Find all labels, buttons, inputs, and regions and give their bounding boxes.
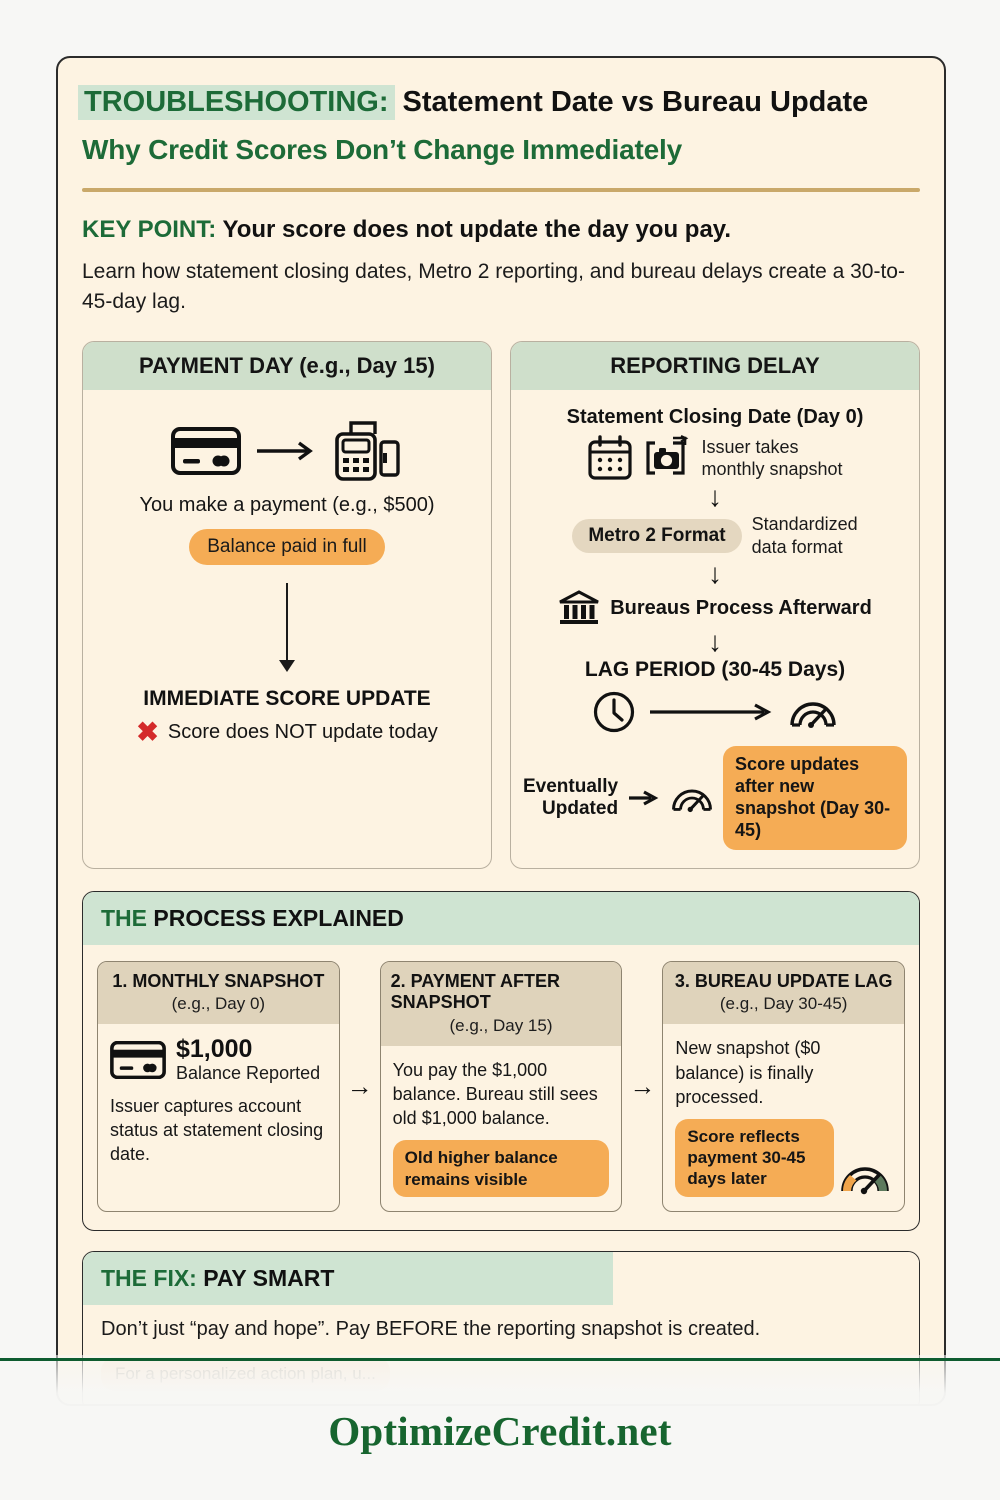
process-card-2-text: You pay the $1,000 balance. Bureau still… xyxy=(392,1060,598,1129)
immediate-update-heading: IMMEDIATE SCORE UPDATE xyxy=(143,687,431,711)
process-card-3-body: New snapshot ($0 balance) is finally pro… xyxy=(663,1024,904,1210)
bank-icon xyxy=(558,590,600,626)
eventually-updated-row: Eventually Updated xyxy=(523,746,907,850)
fix-heading-the: THE FIX: xyxy=(101,1264,197,1291)
cross-mark-icon: ✖ xyxy=(136,717,159,748)
no-update-row: ✖ Score does NOT update today xyxy=(95,719,479,746)
metro-row: Metro 2 Format Standardized data format xyxy=(523,513,907,558)
reporting-delay-body: Statement Closing Date (Day 0) xyxy=(511,390,919,868)
balance-amount: $1,000 xyxy=(176,1035,253,1064)
page-title: TROUBLESHOOTING: Statement Date vs Burea… xyxy=(78,84,920,120)
process-card-1: 1. MONTHLY SNAPSHOT (e.g., Day 0) xyxy=(97,960,340,1212)
lede-text: Learn how statement closing dates, Metro… xyxy=(82,260,905,314)
process-card-3-text: New snapshot ($0 balance) is finally pro… xyxy=(675,1038,821,1107)
flow-connector-arrow xyxy=(285,583,289,662)
footer-divider xyxy=(0,1358,1000,1361)
process-card-2-title: 2. PAYMENT AFTER SNAPSHOT xyxy=(390,970,561,1013)
fix-head-wrap: THE FIX: PAY SMART xyxy=(83,1251,919,1305)
process-card-2-body: You pay the $1,000 balance. Bureau still… xyxy=(381,1046,622,1211)
payment-day-heading: PAYMENT DAY (e.g., Day 15) xyxy=(83,342,491,391)
comparison-panels: PAYMENT DAY (e.g., Day 15) xyxy=(82,341,920,869)
key-point-text: Your score does not update the day you p… xyxy=(216,216,732,244)
calendar-icon xyxy=(587,435,633,481)
process-card-1-title: 1. MONTHLY SNAPSHOT xyxy=(112,970,325,991)
arrow-down-icon-2: ↓ xyxy=(708,558,722,590)
long-arrow-icon xyxy=(648,702,776,722)
reporting-delay-heading: REPORTING DELAY xyxy=(511,342,919,391)
reporting-delay-panel: REPORTING DELAY Statement Closing Date (… xyxy=(510,341,920,869)
key-point: KEY POINT: Your score does not update th… xyxy=(82,214,920,245)
fix-text: Don’t just “pay and hope”. Pay BEFORE th… xyxy=(101,1317,761,1340)
process-heading-the: THE xyxy=(101,904,147,931)
right-arrow-icon xyxy=(255,440,317,462)
lag-visual-row xyxy=(523,690,907,734)
process-card-2-sub: (e.g., Day 15) xyxy=(449,1016,553,1036)
gauge-icon-1 xyxy=(788,694,838,730)
lag-period-label: LAG PERIOD (30-45 Days) xyxy=(584,658,846,682)
fix-heading-rest: PAY SMART xyxy=(196,1264,335,1291)
gauge-icon-2 xyxy=(670,782,714,814)
bureaus-row: Bureaus Process Afterward xyxy=(523,590,907,626)
brand-wordmark: OptimizeCredit.net xyxy=(328,1408,672,1454)
process-cards: 1. MONTHLY SNAPSHOT (e.g., Day 0) xyxy=(83,945,919,1230)
balance-row: $1,000 Balance Reported xyxy=(110,1036,327,1083)
title-rest: Statement Date vs Bureau Update xyxy=(394,86,869,118)
payment-day-panel: PAYMENT DAY (e.g., Day 15) xyxy=(82,341,492,869)
credit-card-small-icon xyxy=(110,1041,166,1080)
card-chevron-2: → xyxy=(629,1070,656,1101)
process-heading-rest: PROCESS EXPLAINED xyxy=(147,904,404,931)
process-card-1-body: $1,000 Balance Reported Issuer captures … xyxy=(98,1024,339,1210)
process-card-2-head: 2. PAYMENT AFTER SNAPSHOT (e.g., Day 15) xyxy=(380,961,622,1047)
fix-section: THE FIX: PAY SMART Don’t just “pay and h… xyxy=(82,1250,920,1404)
page-subtitle: Why Credit Scores Don’t Change Immediate… xyxy=(82,134,682,166)
card-terminal-icon xyxy=(331,420,403,482)
no-update-text: Score does NOT update today xyxy=(167,721,438,744)
process-section-heading: THE PROCESS EXPLAINED xyxy=(83,891,919,945)
score-updates-pill: Score updates after new snapshot (Day 30… xyxy=(723,746,907,850)
eventually-updated-label: Eventually Updated xyxy=(523,776,619,819)
process-section: THE PROCESS EXPLAINED 1. MONTHLY SNAPSHO… xyxy=(82,890,920,1231)
process-card-3-sub: (e.g., Day 30-45) xyxy=(719,994,848,1014)
balance-text-group: $1,000 Balance Reported xyxy=(176,1036,320,1083)
statement-closing-label: Statement Closing Date (Day 0) xyxy=(566,406,864,429)
key-point-label: KEY POINT: xyxy=(82,216,217,244)
score-reflects-row: Score reflects payment 30-45 days later xyxy=(675,1118,892,1197)
clock-icon xyxy=(592,690,636,734)
card-chevron-1: → xyxy=(346,1070,373,1101)
process-card-3-title: 3. BUREAU UPDATE LAG xyxy=(674,970,893,991)
payment-icon-row xyxy=(95,420,479,482)
fix-section-heading: THE FIX: PAY SMART xyxy=(83,1251,613,1305)
metro-note: Standardized data format xyxy=(751,514,858,557)
process-card-2: 2. PAYMENT AFTER SNAPSHOT (e.g., Day 15)… xyxy=(379,960,623,1212)
snapshot-row: Issuer takes monthly snapshot xyxy=(523,435,907,481)
bureaus-label: Bureaus Process Afterward xyxy=(610,596,872,619)
short-arrow-icon xyxy=(627,789,661,807)
balance-amount-label: Balance Reported xyxy=(176,1062,321,1083)
process-card-1-sub: (e.g., Day 0) xyxy=(171,994,266,1014)
old-balance-pill: Old higher balance remains visible xyxy=(392,1140,610,1197)
fix-note-pill: For a personalized action plan, u... xyxy=(101,1356,390,1391)
gold-divider xyxy=(82,188,920,193)
arrow-down-icon-3: ↓ xyxy=(708,626,722,658)
payment-caption: You make a payment (e.g., $500) xyxy=(139,494,435,517)
fix-section-body: Don’t just “pay and hope”. Pay BEFORE th… xyxy=(83,1305,919,1404)
process-card-1-head: 1. MONTHLY SNAPSHOT (e.g., Day 0) xyxy=(98,961,339,1025)
process-card-1-text: Issuer captures account status at statem… xyxy=(110,1095,324,1164)
infographic-card: TROUBLESHOOTING: Statement Date vs Burea… xyxy=(56,56,946,1406)
title-badge: TROUBLESHOOTING: xyxy=(78,85,395,120)
payment-day-body: You make a payment (e.g., $500) Balance … xyxy=(83,390,491,764)
balance-paid-pill: Balance paid in full xyxy=(189,529,385,566)
gauge-icon-3 xyxy=(838,1159,892,1197)
camera-snapshot-icon xyxy=(643,435,691,481)
process-card-3-head: 3. BUREAU UPDATE LAG (e.g., Day 30-45) xyxy=(663,961,905,1025)
process-card-3: 3. BUREAU UPDATE LAG (e.g., Day 30-45) N… xyxy=(662,960,906,1212)
score-reflects-pill: Score reflects payment 30-45 days later xyxy=(675,1118,835,1197)
snapshot-note: Issuer takes monthly snapshot xyxy=(701,436,843,480)
arrow-down-icon-1: ↓ xyxy=(708,481,722,513)
credit-card-icon xyxy=(171,427,241,476)
metro2-pill: Metro 2 Format xyxy=(572,518,742,553)
